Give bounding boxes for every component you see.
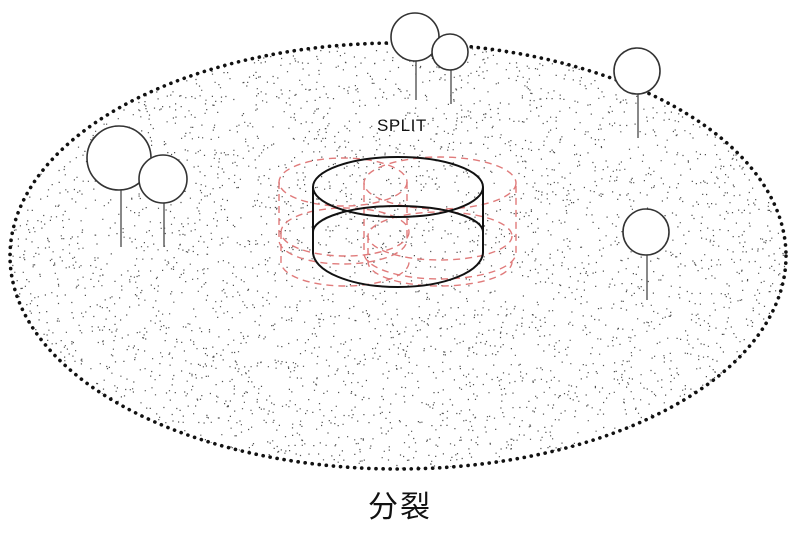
tree-top-right	[613, 47, 661, 138]
tree-canopy	[138, 154, 188, 204]
stipple-dots	[10, 43, 786, 469]
ghost-cylinder-bottom-right	[367, 211, 513, 287]
tree-canopy	[613, 47, 661, 95]
main-cylinder	[312, 156, 484, 288]
main-cylinder-bottom	[312, 251, 484, 288]
ghost-cylinder-bottom-left	[280, 207, 410, 287]
tree-canopy	[622, 208, 670, 256]
tree-canopy	[431, 33, 469, 71]
site-boundary	[8, 41, 788, 471]
ghost-cylinder-right	[363, 156, 517, 280]
tree-right-middle	[622, 208, 670, 300]
tree-top-center-small	[431, 33, 469, 104]
tree-top-left-small	[138, 154, 188, 247]
split-label: SPLIT	[377, 116, 427, 135]
main-cylinder-top	[312, 156, 484, 218]
main-cylinder-mid-ring	[312, 205, 484, 233]
ghost-cylinder-left	[278, 157, 408, 265]
ground-stipple	[10, 43, 786, 469]
ghost-cylinders	[278, 156, 517, 287]
diagram-caption: 分裂	[368, 490, 432, 525]
